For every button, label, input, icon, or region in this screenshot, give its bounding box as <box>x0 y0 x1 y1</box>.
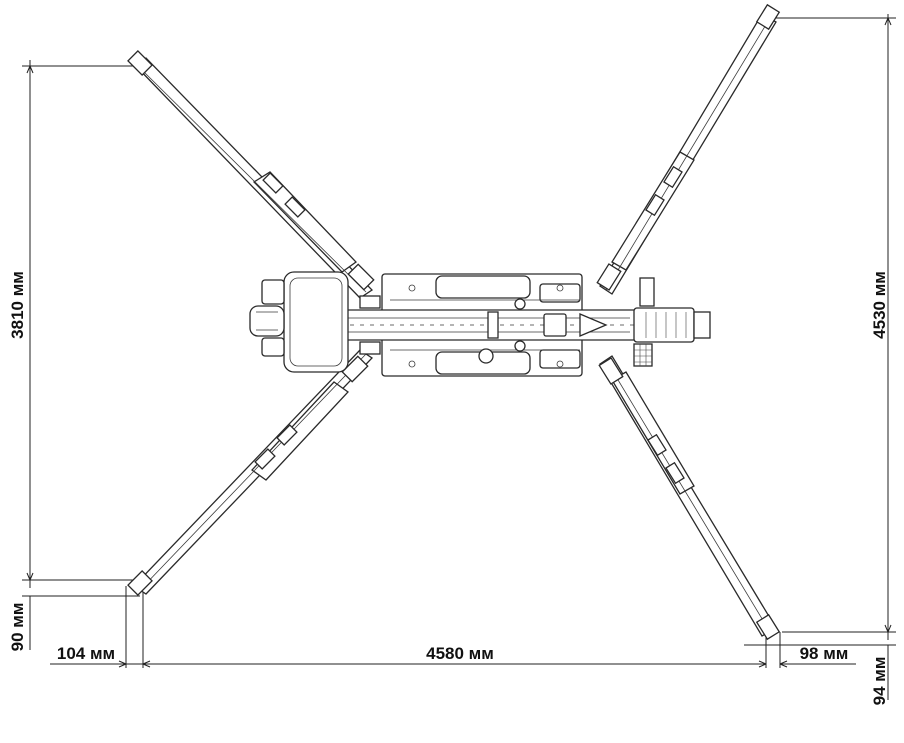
outrigger-lower-right <box>598 355 781 641</box>
dim-left-offset-horizontal: 104 мм <box>57 644 115 663</box>
work-platform <box>249 271 349 373</box>
outrigger-upper-left <box>127 50 375 299</box>
dim-right-height: 4530 мм <box>870 271 889 339</box>
dim-left-offset-vertical: 90 мм <box>8 603 27 652</box>
dim-right-offset-horizontal: 98 мм <box>800 644 849 663</box>
dim-right-offset-vertical: 94 мм <box>870 657 889 706</box>
dim-left-height: 3810 мм <box>8 271 27 339</box>
rear-drive-unit <box>633 277 711 367</box>
outrigger-upper-right <box>596 3 781 295</box>
dim-bottom-width: 4580 мм <box>426 644 494 663</box>
outrigger-lower-left <box>127 349 374 596</box>
dimension-lines <box>22 14 896 700</box>
